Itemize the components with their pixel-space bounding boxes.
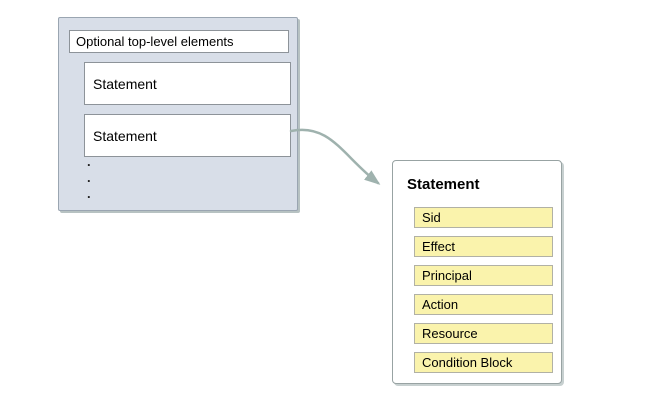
statement-element-action: Action (414, 294, 553, 315)
ellipsis-dot: . (87, 154, 91, 169)
more-statements-ellipsis: . . . (87, 154, 91, 201)
ellipsis-dot: . (87, 186, 91, 201)
statement-detail-box: Statement Sid Effect Principal Action Re… (392, 160, 562, 384)
statement-element-condition-block: Condition Block (414, 352, 553, 373)
statement-detail-title: Statement (407, 176, 480, 193)
statement-box: Statement (84, 114, 291, 157)
ellipsis-dot: . (87, 170, 91, 185)
optional-top-level-elements-box: Optional top-level elements (69, 30, 289, 53)
statement-element-principal: Principal (414, 265, 553, 286)
statement-box: Statement (84, 62, 291, 105)
statement-element-effect: Effect (414, 236, 553, 257)
policy-document-container: Optional top-level elements Statement St… (58, 17, 298, 211)
statement-element-sid: Sid (414, 207, 553, 228)
statement-element-list: Sid Effect Principal Action Resource Con… (414, 207, 553, 381)
statement-element-resource: Resource (414, 323, 553, 344)
